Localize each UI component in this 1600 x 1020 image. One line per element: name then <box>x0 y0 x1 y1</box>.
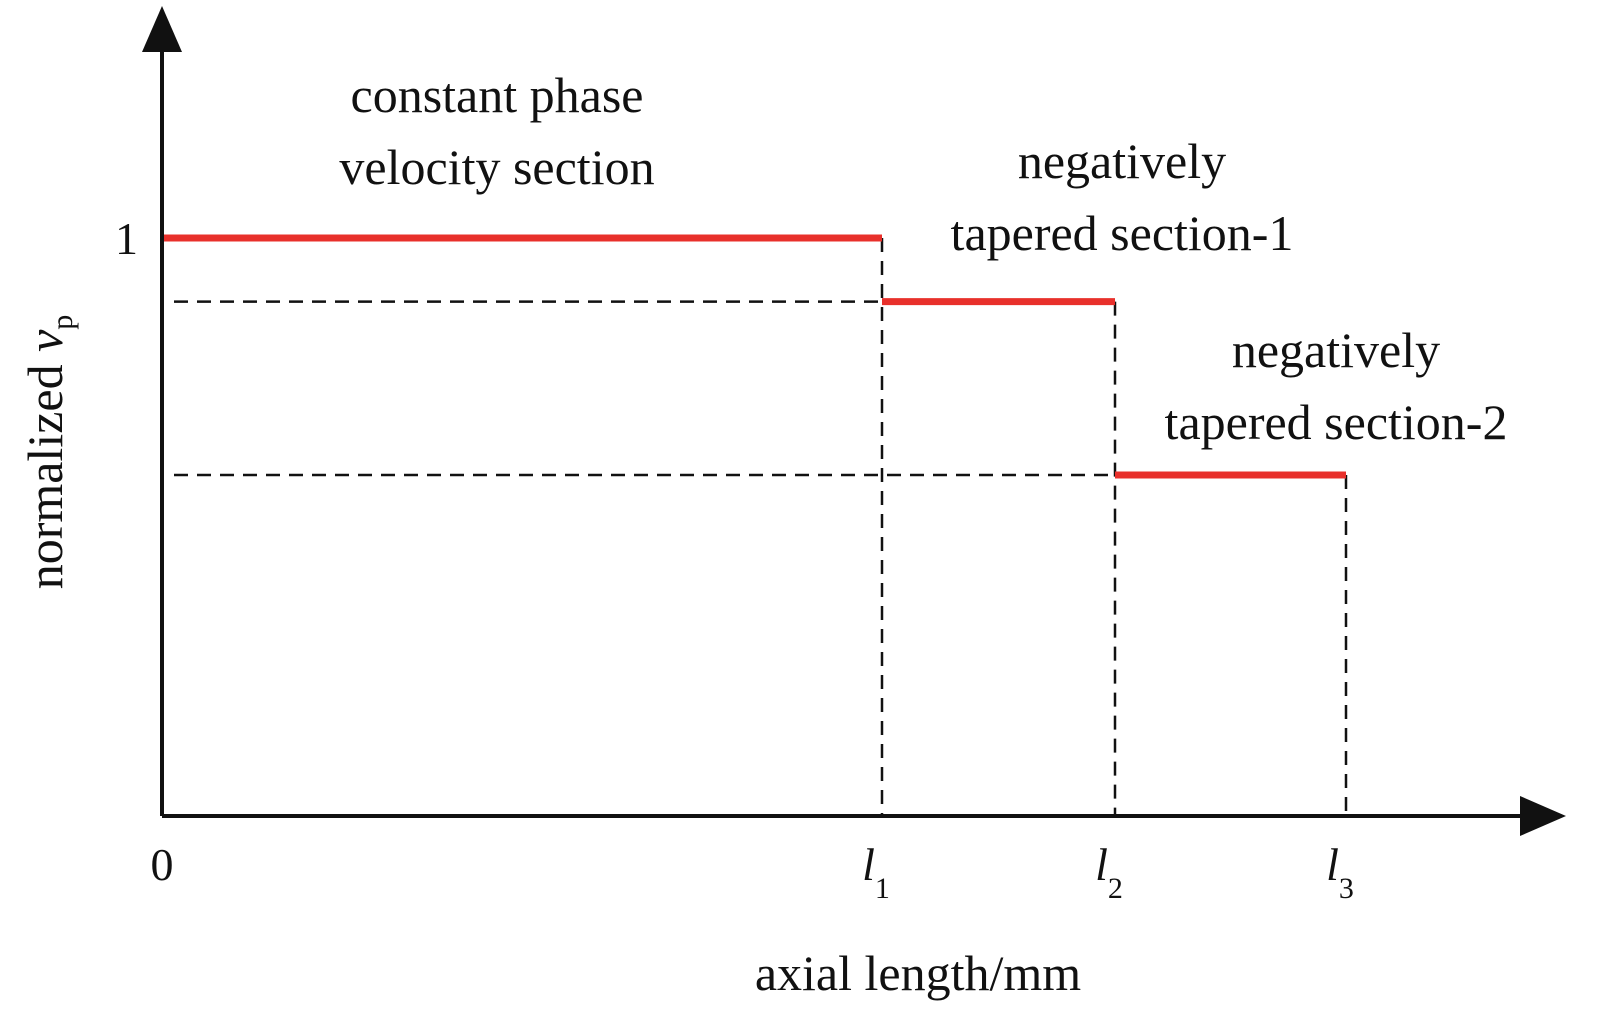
annotation-1-line-1: constant phase <box>351 67 644 123</box>
annotation-2-line-2: tapered section-1 <box>951 205 1294 261</box>
axes <box>142 6 1566 836</box>
y-axis-label-group: normalized vp <box>17 315 79 590</box>
x-tick-main-2: l <box>1095 839 1108 890</box>
annotation-2-line-1: negatively <box>1018 133 1226 189</box>
annotation-3-line-2: tapered section-2 <box>1165 394 1508 450</box>
x-tick-sub-3: 3 <box>1339 872 1354 905</box>
x-tick-label-1: l1 <box>862 839 890 905</box>
annotation-3-line-1: negatively <box>1232 322 1440 378</box>
y-axis-label-main: normalized <box>17 352 73 589</box>
y-axis-label-var: v <box>17 329 73 352</box>
annotation-1-line-2: velocity section <box>339 139 654 195</box>
x-tick-sub-2: 2 <box>1108 872 1123 905</box>
y-axis-arrow <box>142 6 182 52</box>
y-axis-label: normalized vp <box>17 315 79 590</box>
annotations: constant phase velocity section negatively… <box>339 67 1507 450</box>
x-axis-arrow <box>1520 796 1566 836</box>
x-tick-main-1: l <box>862 839 875 890</box>
x-tick-main-0: 0 <box>151 839 174 890</box>
y-axis-label-sub: p <box>46 315 79 330</box>
x-tick-label-0: 0 <box>151 839 174 890</box>
guide-lines <box>174 238 1348 816</box>
x-tick-main-3: l <box>1326 839 1339 890</box>
x-tick-sub-1: 1 <box>875 872 890 905</box>
x-tick-label-3: l3 <box>1326 839 1354 905</box>
y-tick-label-0: 1 <box>115 213 138 264</box>
x-axis-label: axial length/mm <box>755 945 1081 1001</box>
series-steps <box>162 234 1346 479</box>
x-tick-label-2: l2 <box>1095 839 1123 905</box>
